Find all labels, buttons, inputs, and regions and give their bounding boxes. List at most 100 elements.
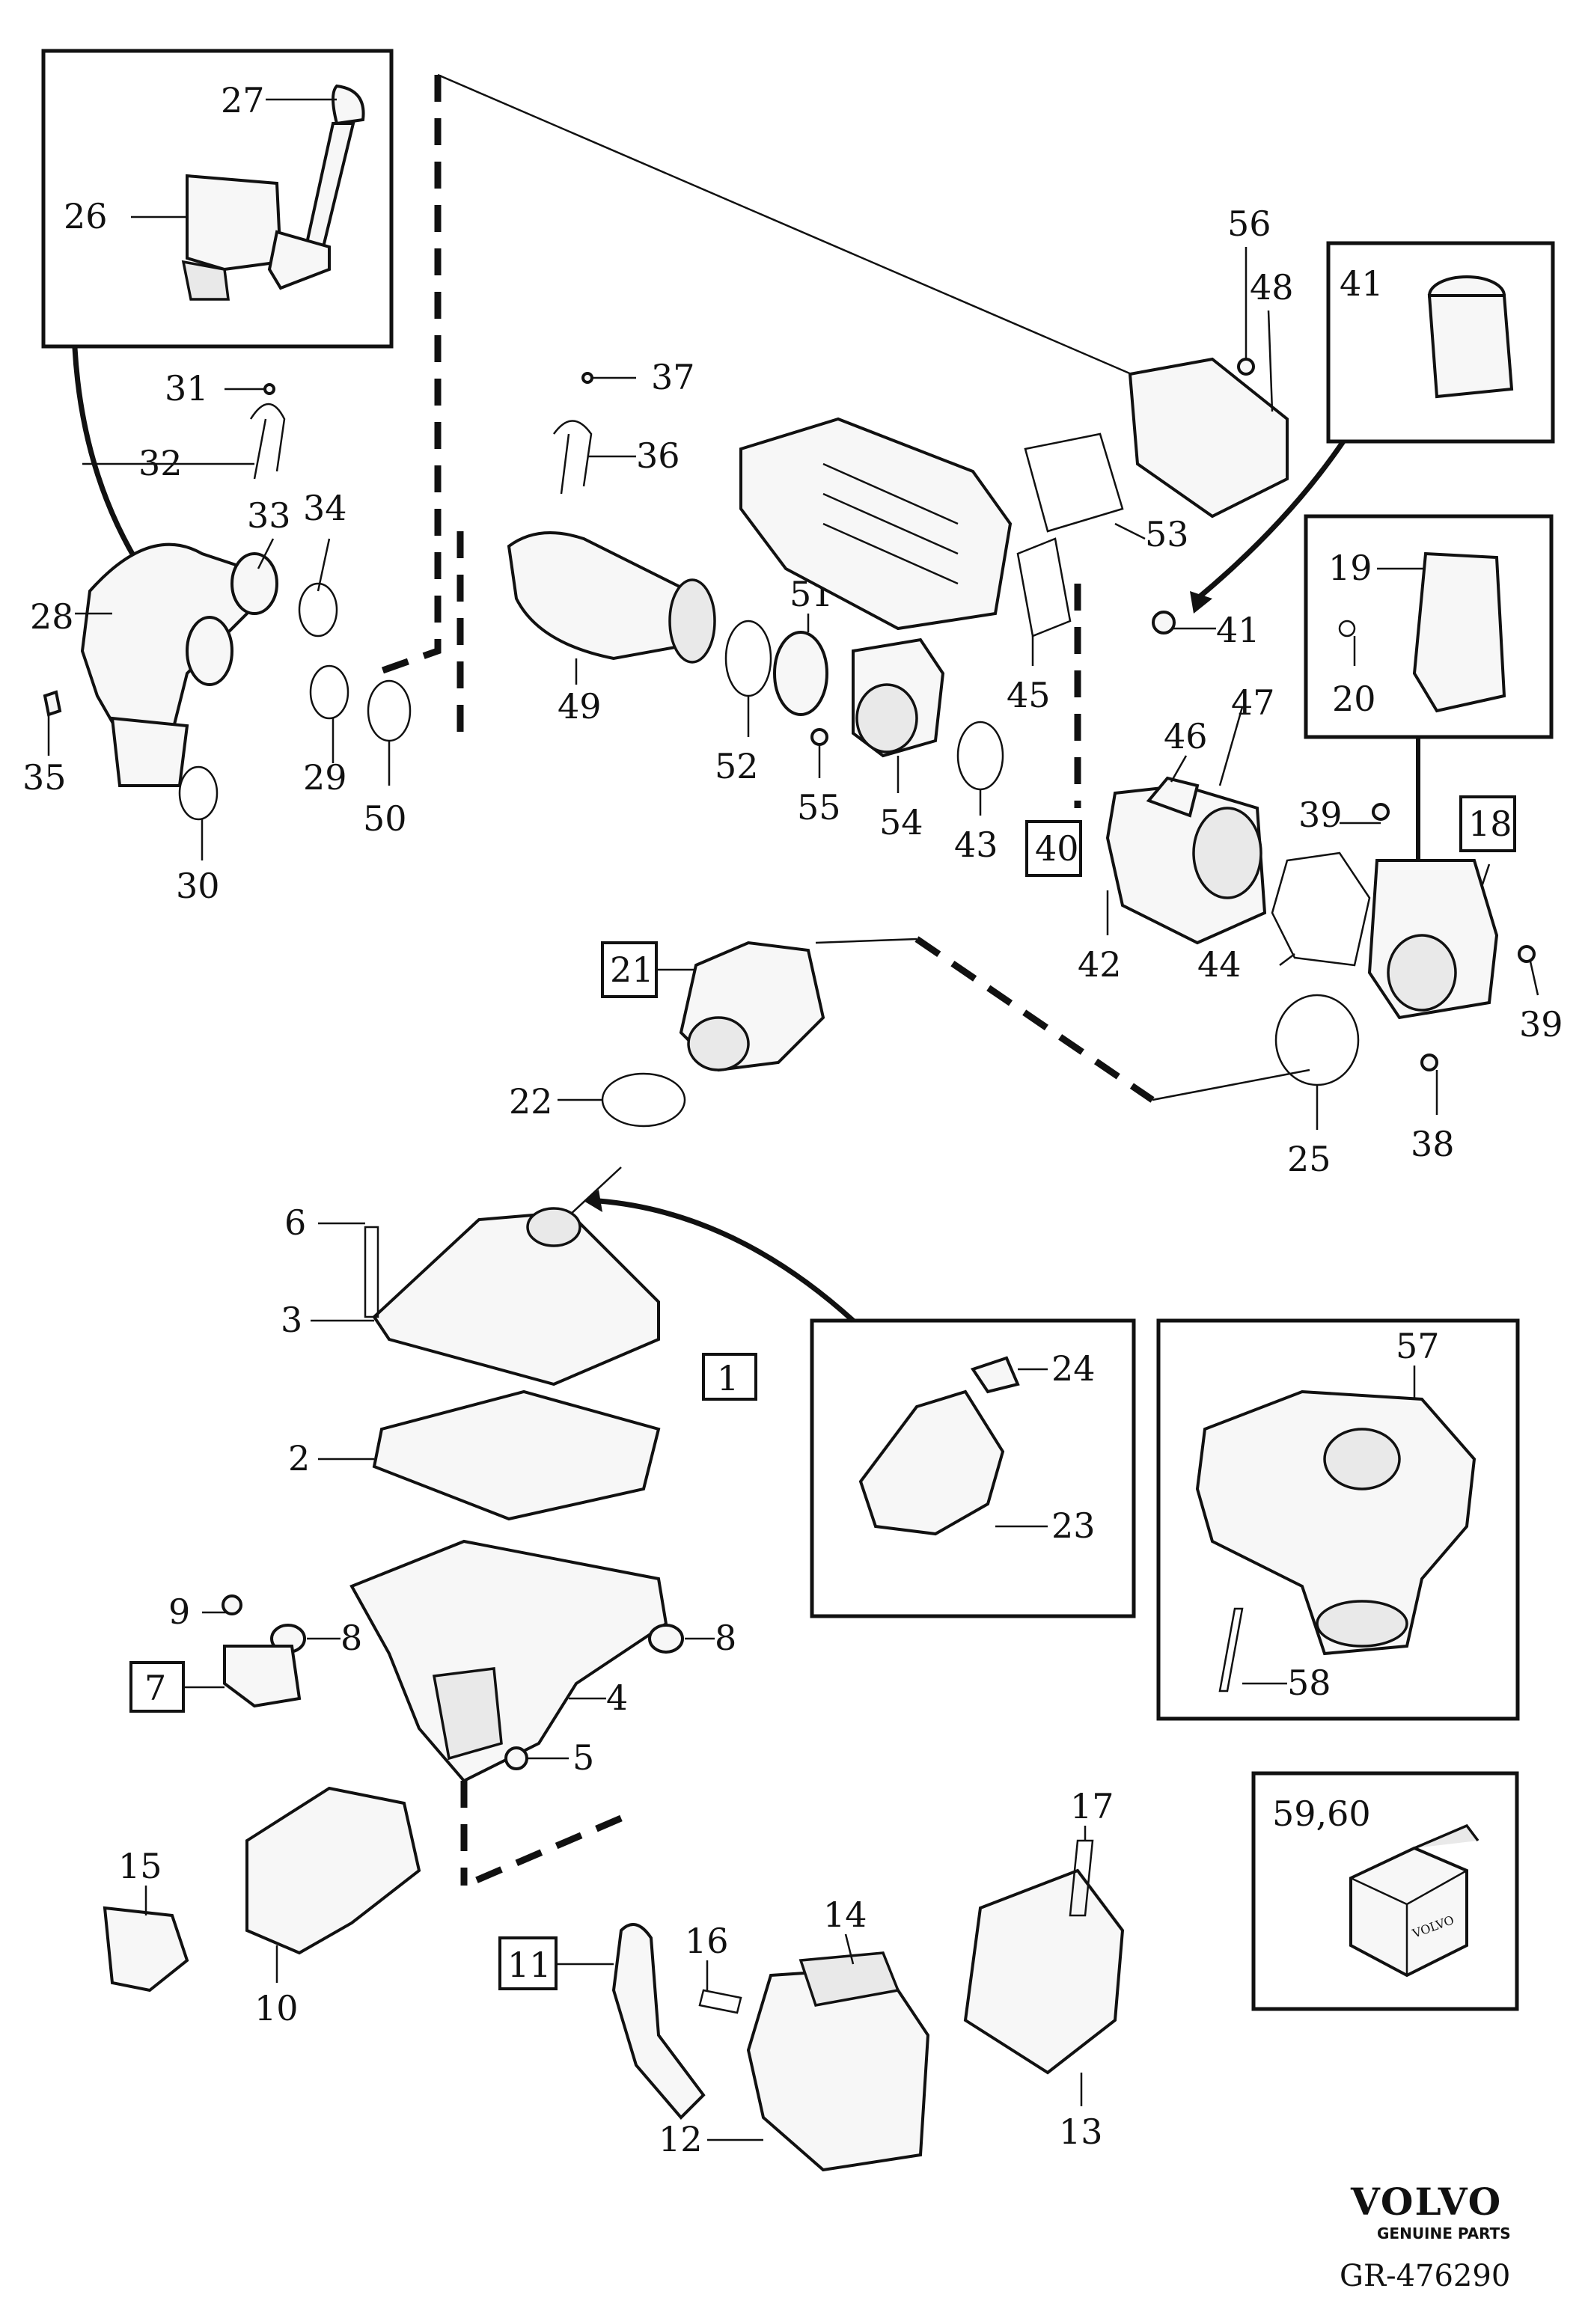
- part-14: [798, 1951, 900, 2007]
- label-3: 3: [281, 1300, 302, 1340]
- routing-lines: [373, 73, 1310, 1889]
- label-8-right: 8: [715, 1618, 736, 1658]
- clamp-52: [724, 620, 772, 697]
- label-7: 7: [144, 1668, 166, 1708]
- label-47: 47: [1231, 682, 1275, 723]
- label-20: 20: [1332, 679, 1376, 719]
- grommet-8-right: [648, 1624, 684, 1654]
- label-26: 26: [64, 196, 108, 236]
- bracket-7: [223, 1645, 302, 1708]
- label-10: 10: [254, 1988, 299, 2028]
- bolt-27-head: [332, 84, 365, 126]
- bolt-38: [1420, 1054, 1438, 1071]
- label-32: 32: [138, 443, 183, 483]
- label-29: 29: [303, 757, 347, 798]
- label-56: 56: [1227, 204, 1271, 244]
- label-35: 35: [22, 757, 67, 798]
- label-48: 48: [1250, 267, 1294, 308]
- label-12: 12: [659, 2119, 703, 2159]
- clamp-25: [1274, 994, 1360, 1086]
- label-41: 41: [1216, 610, 1260, 650]
- label-46: 46: [1164, 716, 1208, 756]
- label-13: 13: [1059, 2112, 1103, 2152]
- inset-pressure-sensor: 26 27: [41, 49, 394, 349]
- label-19: 19: [1328, 548, 1372, 588]
- label-49: 49: [558, 686, 602, 727]
- gasket-44: [1271, 851, 1371, 967]
- bolt-55: [810, 728, 828, 746]
- intake-assembly-left: 28 31 32 33 34 29 50 30 35: [22, 368, 412, 906]
- oring-30: [178, 765, 219, 821]
- label-39-top: 39: [1298, 795, 1343, 835]
- pipe-outlet: [186, 616, 233, 686]
- bolt-16: [698, 1989, 742, 2014]
- label-15: 15: [118, 1846, 162, 1886]
- cover-13: [963, 1868, 1125, 2075]
- part-33: [230, 552, 278, 615]
- brand-subtitle: GENUINE PARTS: [1377, 2224, 1511, 2242]
- module-48: [1128, 357, 1289, 519]
- label-34: 34: [303, 488, 347, 528]
- label-24: 24: [1051, 1348, 1096, 1389]
- bolt-39-top: [1372, 803, 1390, 821]
- intake-duct-21: 21 22: [509, 941, 825, 1128]
- label-42: 42: [1078, 944, 1122, 985]
- screw-31: [263, 383, 275, 395]
- label-58: 58: [1287, 1663, 1331, 1703]
- sensor-26-body: [186, 174, 283, 272]
- drawing-reference: GR-476290: [1340, 2259, 1510, 2293]
- label-16: 16: [685, 1921, 729, 1961]
- label-54: 54: [879, 802, 923, 843]
- label-8-left: 8: [341, 1618, 362, 1658]
- label-9: 9: [168, 1591, 190, 1632]
- sensor-23: [858, 1389, 1005, 1536]
- bolt-41: [1152, 611, 1176, 634]
- label-28: 28: [30, 596, 74, 637]
- inset-59-60: VOLVO 59,60: [1251, 1771, 1519, 2011]
- label-45: 45: [1007, 675, 1051, 715]
- inset-23-24: 24 23: [810, 1318, 1136, 1618]
- label-39-side: 39: [1519, 1004, 1563, 1045]
- supercharger: [739, 417, 1013, 631]
- label-22: 22: [509, 1081, 553, 1122]
- oring-43: [956, 721, 1004, 791]
- label-37: 37: [651, 357, 695, 397]
- supercharger-group: 56 48 53 45 55 54 43: [739, 204, 1294, 865]
- arrow-41: [1195, 440, 1346, 601]
- hose-11: [611, 1923, 706, 2120]
- brand-block: VOLVO GENUINE PARTS GR-476290: [1340, 2180, 1511, 2293]
- part-41-large: [1427, 294, 1514, 399]
- oring-34: [298, 582, 338, 637]
- label-50: 50: [363, 798, 407, 839]
- inset-41: 41: [1326, 241, 1555, 444]
- label-5: 5: [572, 1737, 594, 1778]
- throttle-body-group: 41 47 46 40 42 39 44 18 39 38 25: [1025, 610, 1563, 1179]
- label-25: 25: [1287, 1139, 1331, 1179]
- cover-3: [372, 1210, 660, 1386]
- label-43: 43: [954, 825, 998, 865]
- clip-36: [552, 420, 593, 495]
- housing-4: [349, 1539, 668, 1783]
- oring-50: [367, 679, 412, 742]
- label-27: 27: [221, 80, 265, 120]
- part-46: [1146, 776, 1200, 818]
- ring-51: [773, 631, 828, 716]
- part-19: [1412, 551, 1506, 713]
- label-40: 40: [1035, 828, 1079, 869]
- label-18: 18: [1468, 804, 1512, 844]
- label-55: 55: [797, 787, 841, 828]
- inset-57-58: 57 58: [1156, 1318, 1520, 1721]
- label-59-60: 59,60: [1272, 1794, 1371, 1834]
- bolt-17: [1069, 1839, 1094, 1917]
- part-57: [1195, 1389, 1477, 1656]
- gasket-53: [1024, 432, 1124, 533]
- label-17: 17: [1070, 1786, 1114, 1826]
- label-14: 14: [823, 1895, 867, 1935]
- gasket-45: [1016, 537, 1072, 637]
- label-4: 4: [606, 1678, 628, 1718]
- arrow-inset-to-28: [72, 347, 148, 578]
- bolt-35: [43, 690, 62, 717]
- label-53: 53: [1145, 514, 1189, 554]
- sensor-26-connector: [181, 260, 230, 301]
